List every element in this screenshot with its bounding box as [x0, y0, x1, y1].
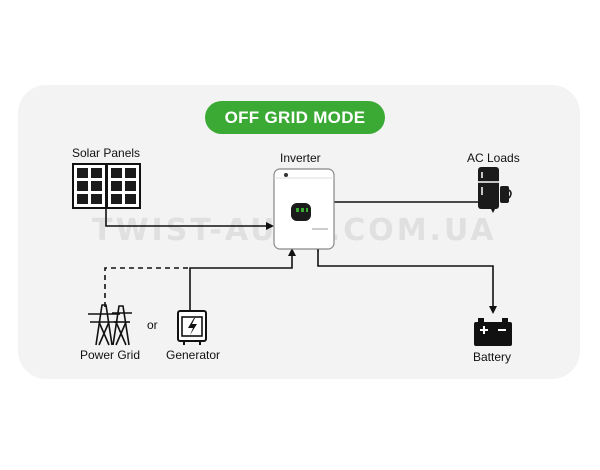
solar-panels-label: Solar Panels — [72, 146, 141, 160]
ac-loads-label: AC Loads — [467, 151, 520, 165]
solar-panel-icon — [72, 163, 141, 209]
mode-badge: OFF GRID MODE — [205, 101, 385, 134]
power-grid-icon — [88, 304, 132, 346]
generator-label: Generator — [166, 348, 221, 362]
battery-icon — [474, 318, 512, 346]
inverter-label: Inverter — [280, 151, 321, 165]
inverter-icon — [273, 168, 335, 250]
grid-generator-to-inverter-line — [189, 248, 296, 311]
grid-dashed-line — [104, 267, 190, 307]
battery-label: Battery — [473, 350, 512, 364]
solar-to-inverter-line — [105, 207, 274, 230]
or-label: or — [147, 318, 158, 332]
inverter-battery-line — [314, 244, 497, 314]
ac-loads-icon — [478, 167, 512, 209]
power-grid-label: Power Grid — [80, 348, 141, 362]
generator-icon — [177, 310, 207, 345]
inverter-to-acloads-line — [334, 201, 497, 213]
